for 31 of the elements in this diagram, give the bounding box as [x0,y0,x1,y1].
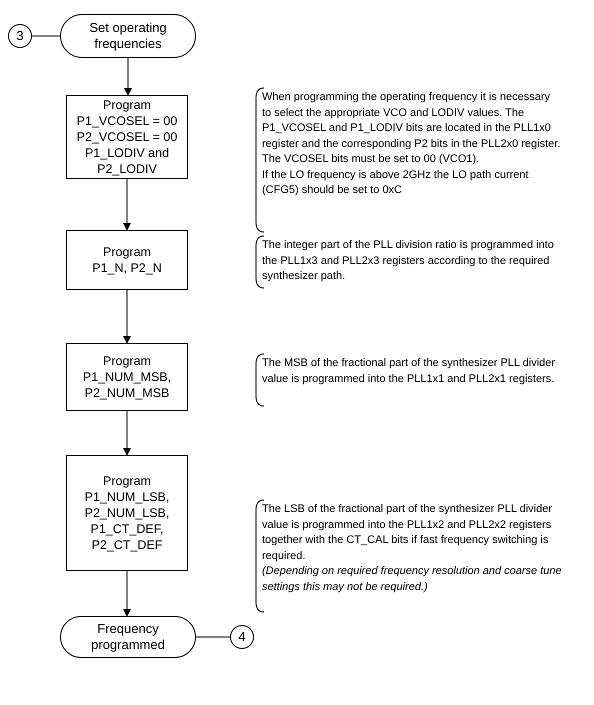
note-text: The integer part of the PLL division ratio is programmed into the PLL1x3 and PLL2x3 registers according to the required synthesizer path. [262,238,555,284]
arrow [123,178,131,231]
terminator-box [60,616,196,658]
note-text: The MSB of the fractional part of the synthesizer PLL divider value is programmed into the PLL1x1 and PLL2x1 registers. [262,356,556,386]
node-text: Frequency programmed [90,621,166,653]
node-text: P1_NUM_LSB, P2_NUM_LSB, P1_CT_DEF, P2_CT_DEF [84,489,170,553]
arrow [123,570,131,617]
note-text: (Depending on required frequency resolution and coarse tune settings this may not be required.) [262,564,562,594]
process-box [66,95,188,179]
process-box [66,343,188,411]
arrow [123,290,131,344]
terminator-box [60,14,196,58]
arrow [124,58,132,96]
node-text: P1_NUM_MSB, P2_NUM_MSB [82,369,172,401]
node-text: P1_N, P2_N [92,260,162,276]
node-text: Program [103,473,151,489]
process-box [66,230,188,290]
node-text: Set operating frequencies [88,20,168,52]
node-text: P1_VCOSEL = 00 [76,113,178,129]
note-text: The LSB of the fractional part of the synthesizer PLL divider value is programmed into the PLL1x2 and PLL2x2 registers together with the CT_CAL bits if fast frequency switching is required. [262,502,554,564]
note-text: When programming the operating frequency it is necessary to select the appropriate VCO and LODIV values. The P1_VCOSEL and P1_LODIV bits are located in the PLL1x0 register and the corresponding P2 bits in the PLL2x0 register. The VCOSEL bits must be set to 00 (VCO1). [262,90,562,167]
process-box [66,455,188,571]
node-text: Program [103,353,151,369]
node-text: P2_VCOSEL = 00 [76,129,178,145]
note-text: If the LO frequency is above 2GHz the LO path current (CFG5) should be set to 0xC [262,168,530,198]
node-text: 3 [16,27,24,46]
node-text: Program [103,244,151,260]
node-text: Program [103,97,151,113]
node-text: P1_LODIV and P2_LODIV [84,145,170,177]
node-text: 4 [238,628,246,646]
arrow [123,410,131,456]
